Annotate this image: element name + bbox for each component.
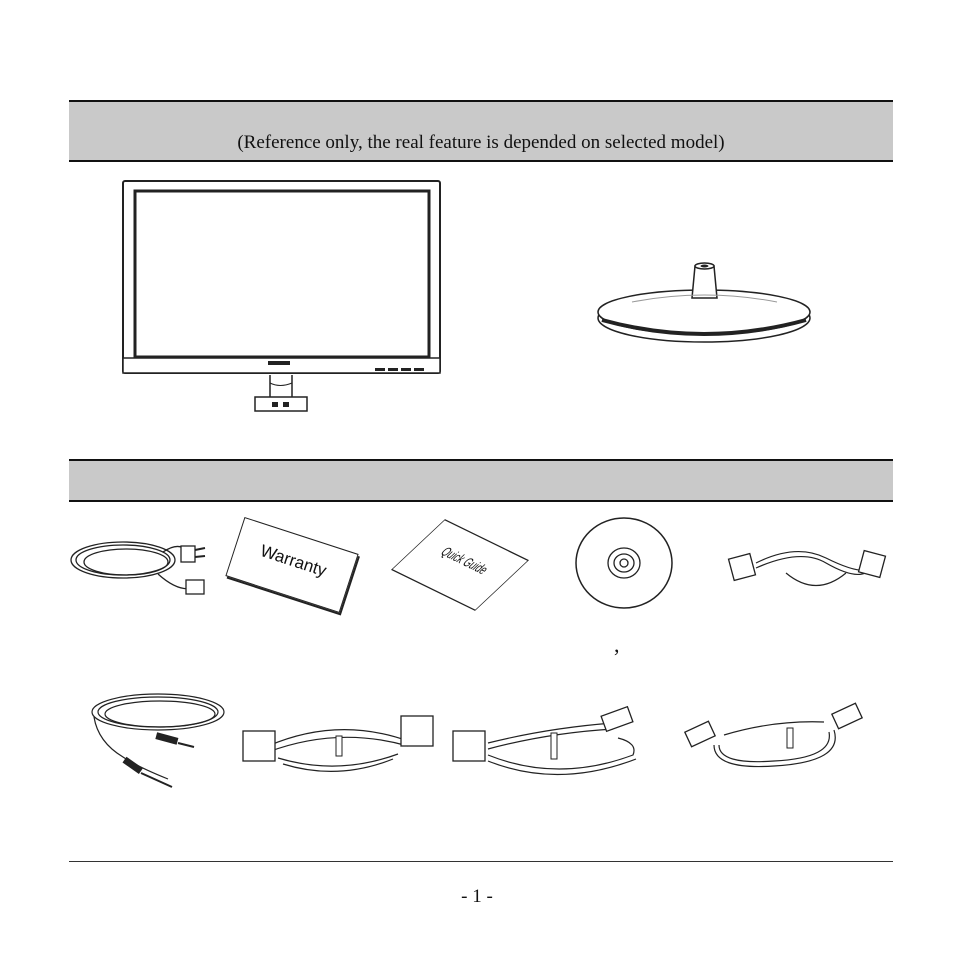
page-number: - 1 - xyxy=(461,886,493,907)
vga-cable-illustration xyxy=(727,549,887,586)
hdmi-cable-illustration xyxy=(684,702,864,768)
warranty-label: Warranty xyxy=(257,541,329,581)
dvi-hdmi-cable-illustration xyxy=(452,705,637,776)
audio-cable-illustration xyxy=(91,693,225,788)
power-cord-illustration xyxy=(70,541,206,595)
stray-comma: , xyxy=(614,632,620,657)
cd-disc-illustration xyxy=(575,517,673,609)
quick-guide-illustration: Quick Guide xyxy=(390,519,530,611)
warranty-card-illustration: Warranty xyxy=(225,516,359,614)
accessories-band xyxy=(69,459,893,502)
reference-note-band: (Reference only, the real feature is dep… xyxy=(69,100,893,162)
monitor-illustration xyxy=(122,180,441,412)
dvi-cable-illustration xyxy=(242,715,434,772)
quick-guide-label: Quick Guide xyxy=(436,545,492,578)
reference-note-caption: (Reference only, the real feature is dep… xyxy=(237,132,725,153)
stand-base-illustration xyxy=(597,262,811,343)
footer-rule xyxy=(69,861,893,862)
